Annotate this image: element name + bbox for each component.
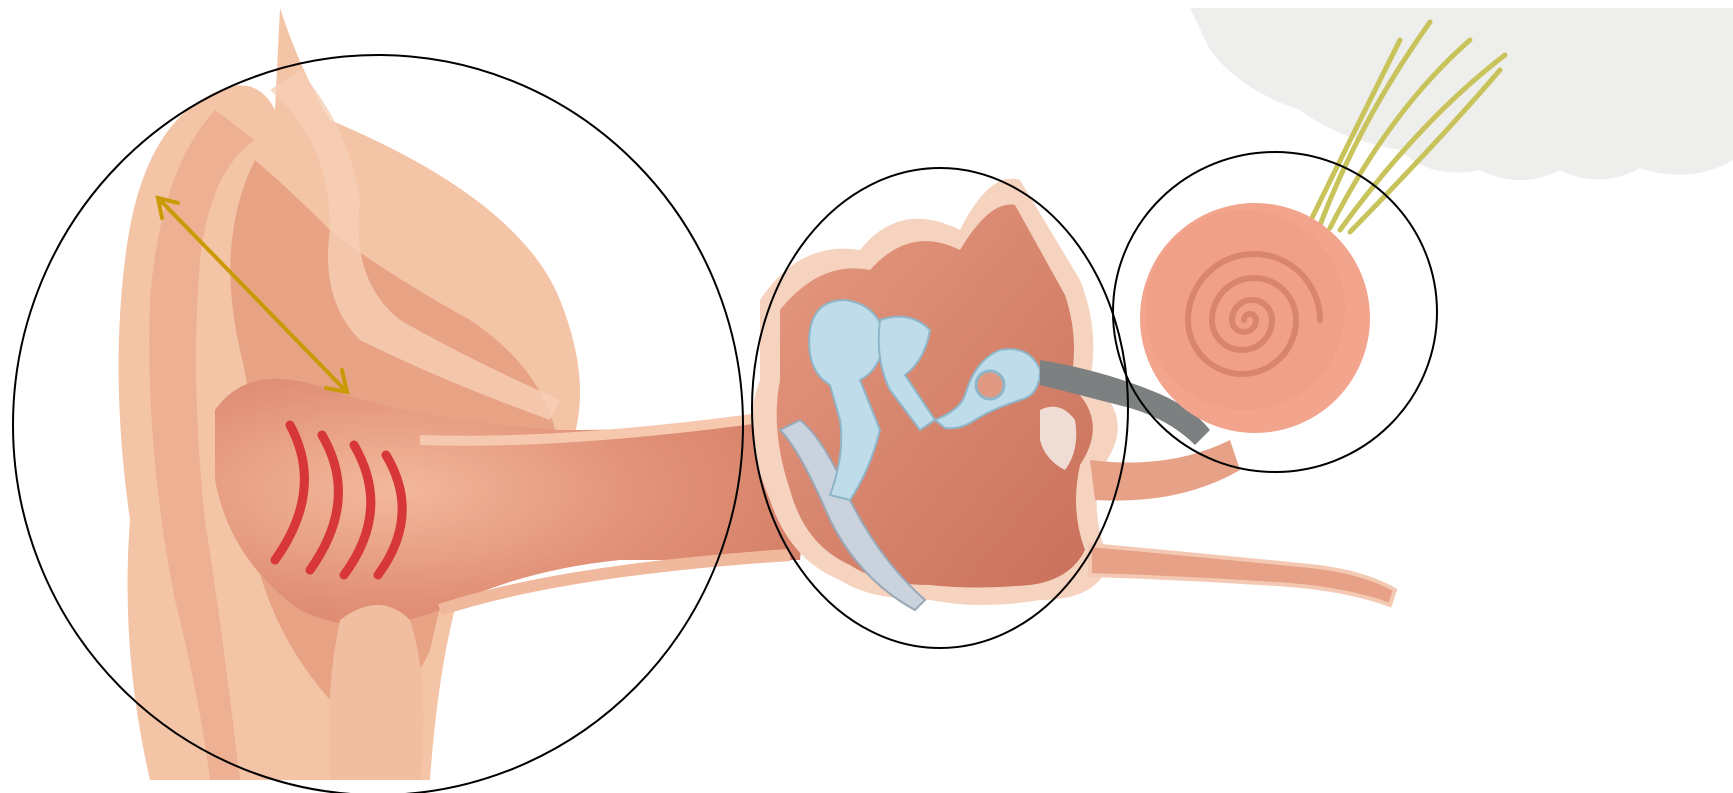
auditory-tube-lower bbox=[1090, 545, 1395, 605]
inner-ear-illustration bbox=[1090, 203, 1370, 501]
outer-ear-illustration bbox=[119, 8, 803, 780]
cochlea-highlight bbox=[1145, 210, 1345, 410]
stapes-footplate bbox=[976, 371, 1004, 399]
tragus bbox=[329, 605, 424, 780]
